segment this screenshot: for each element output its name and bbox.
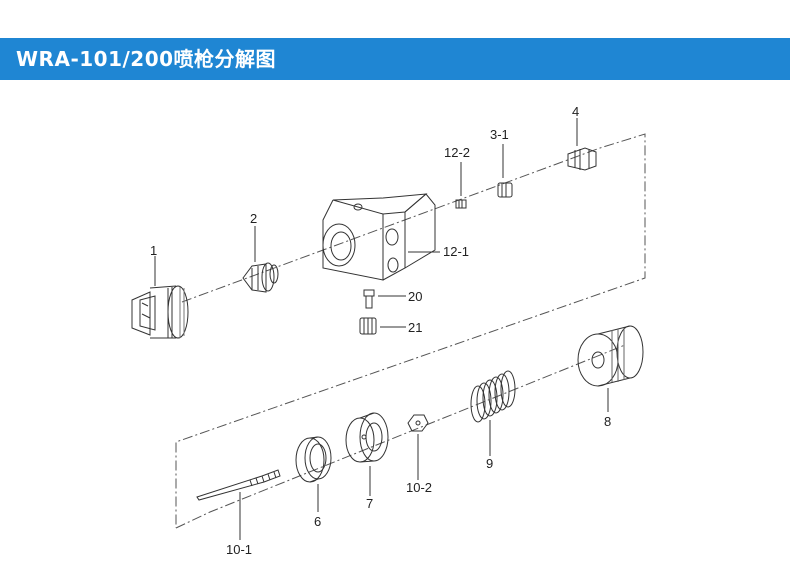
label-6: 6 (314, 514, 321, 529)
part-9-spring (470, 370, 516, 423)
label-10-1: 10-1 (226, 542, 252, 557)
part-20-pin (363, 289, 375, 309)
part-10-2-nut (407, 414, 429, 432)
label-9: 9 (486, 456, 493, 471)
label-10-2: 10-2 (406, 480, 432, 495)
page-title: WRA-101/200喷枪分解图 (16, 47, 277, 71)
part-10-1-fluid-needle (196, 469, 281, 501)
label-7: 7 (366, 496, 373, 511)
label-12-2: 12-2 (444, 145, 470, 160)
label-20: 20 (408, 289, 422, 304)
label-12-1: 12-1 (443, 244, 469, 259)
part-21-nut (359, 317, 377, 335)
part-6-seal-ring (295, 436, 332, 483)
part-12-2-spring (455, 199, 467, 209)
exploded-view-diagram: 1 2 3-1 4 12-2 12-1 20 21 8 9 10-2 7 6 1… (131, 104, 646, 557)
part-2-fluid-nozzle (242, 262, 279, 293)
label-21: 21 (408, 320, 422, 335)
part-1-air-cap (131, 285, 189, 339)
part-4-connector (567, 147, 597, 171)
header-bar: WRA-101/200喷枪分解图 (0, 38, 790, 80)
center-line-upper (175, 133, 646, 528)
part-7-packing-holder (345, 412, 389, 463)
part-12-1-gun-body (322, 193, 436, 281)
label-4: 4 (572, 104, 579, 119)
part-3-1-fitting (497, 182, 513, 198)
center-line-lower (175, 344, 626, 529)
label-8: 8 (604, 414, 611, 429)
label-2: 2 (250, 211, 257, 226)
label-3-1: 3-1 (490, 127, 509, 142)
part-8-adjustment-knob (577, 325, 644, 387)
label-1: 1 (150, 243, 157, 258)
